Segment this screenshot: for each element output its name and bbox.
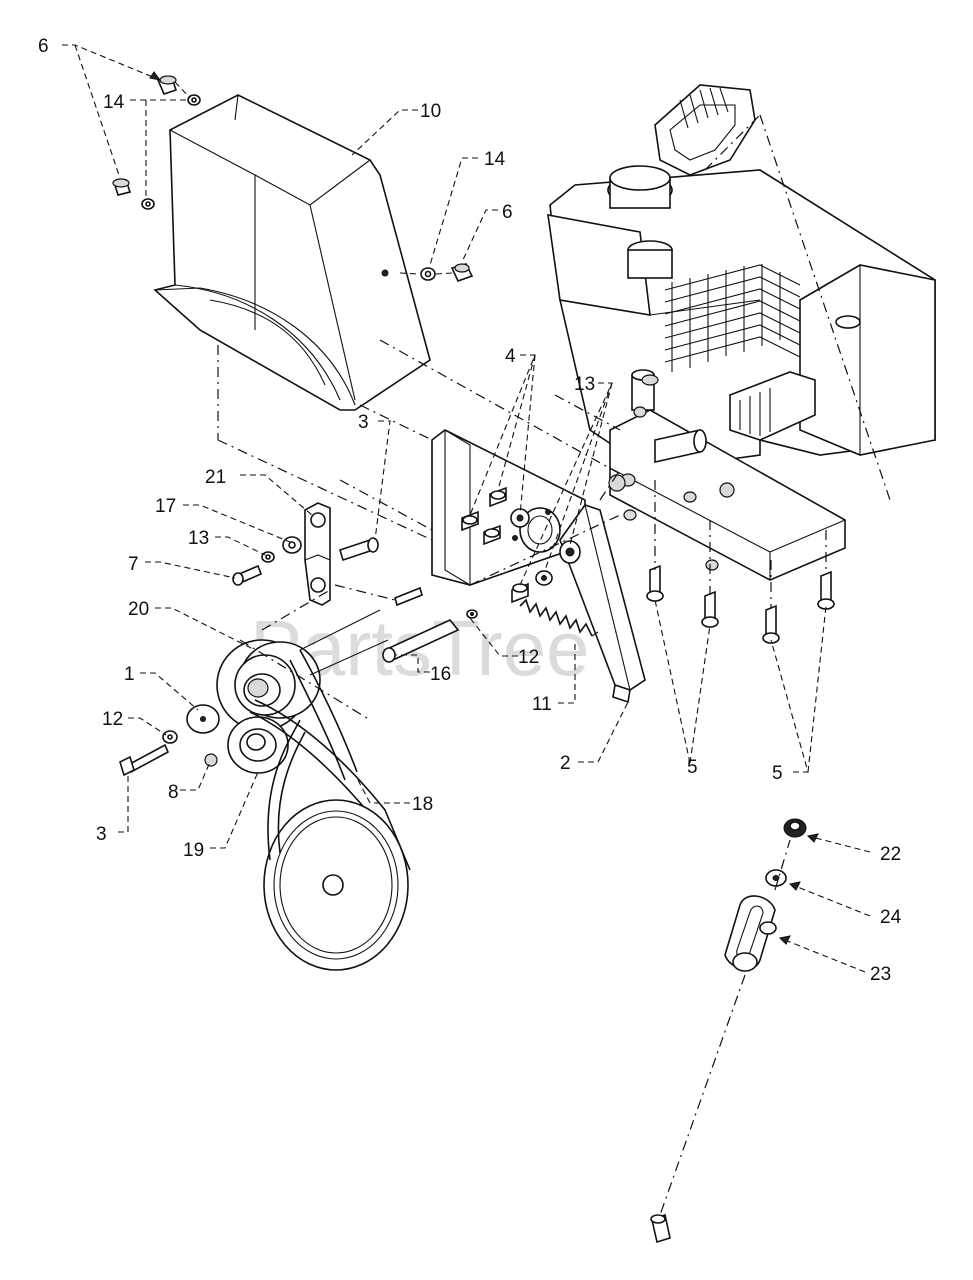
bracket-21 [232, 502, 423, 607]
arrowheads [149, 71, 819, 945]
callout-8: 8 [168, 782, 179, 803]
engine [547, 84, 936, 581]
callout-1: 1 [124, 664, 135, 685]
idler-pulley-19 [227, 716, 289, 774]
callout-5: 5 [687, 757, 698, 778]
callout-6: 6 [38, 36, 49, 57]
mounting-bracket [431, 429, 586, 604]
callout-19: 19 [183, 840, 204, 861]
bolt-3-lower [119, 730, 218, 777]
cover-fasteners [112, 75, 474, 282]
callout-12: 12 [518, 647, 539, 668]
callout-14: 14 [484, 149, 506, 170]
washer-1 [186, 704, 220, 734]
callout-3: 3 [358, 412, 369, 433]
callout-24: 24 [880, 907, 902, 928]
callout-6: 6 [502, 202, 513, 223]
callout-17: 17 [155, 496, 176, 517]
leader-lines [62, 44, 871, 973]
spring [519, 598, 599, 637]
washer-24 [765, 869, 787, 887]
callout-22: 22 [880, 844, 901, 865]
rod-end [650, 1213, 671, 1244]
belt-cover [153, 94, 431, 411]
callout-4: 4 [505, 346, 516, 367]
nut-22 [783, 818, 807, 838]
callout-10: 10 [420, 101, 441, 122]
callout-13: 13 [574, 374, 595, 395]
mounting-bolts-5 [646, 564, 835, 644]
callout-3: 3 [96, 824, 107, 845]
engine-pulley-large [263, 719, 409, 971]
callout-11: 11 [532, 694, 552, 715]
assembly-lines [217, 114, 891, 1216]
callout-18: 18 [412, 794, 433, 815]
callout-14: 14 [103, 92, 125, 113]
callout-16: 16 [430, 664, 451, 685]
callout-2: 2 [560, 753, 571, 774]
callout-7: 7 [128, 554, 139, 575]
callout-5: 5 [772, 763, 783, 784]
callout-21: 21 [205, 467, 226, 488]
idler-arm [559, 504, 646, 704]
link-23 [724, 895, 777, 972]
callout-23: 23 [870, 964, 891, 985]
callout-labels: 6 14 10 14 6 4 13 3 21 17 13 7 20 1 12 8… [38, 36, 902, 985]
callout-20: 20 [128, 599, 149, 620]
shaft [382, 609, 478, 663]
callout-12: 12 [102, 709, 123, 730]
callout-13: 13 [188, 528, 209, 549]
